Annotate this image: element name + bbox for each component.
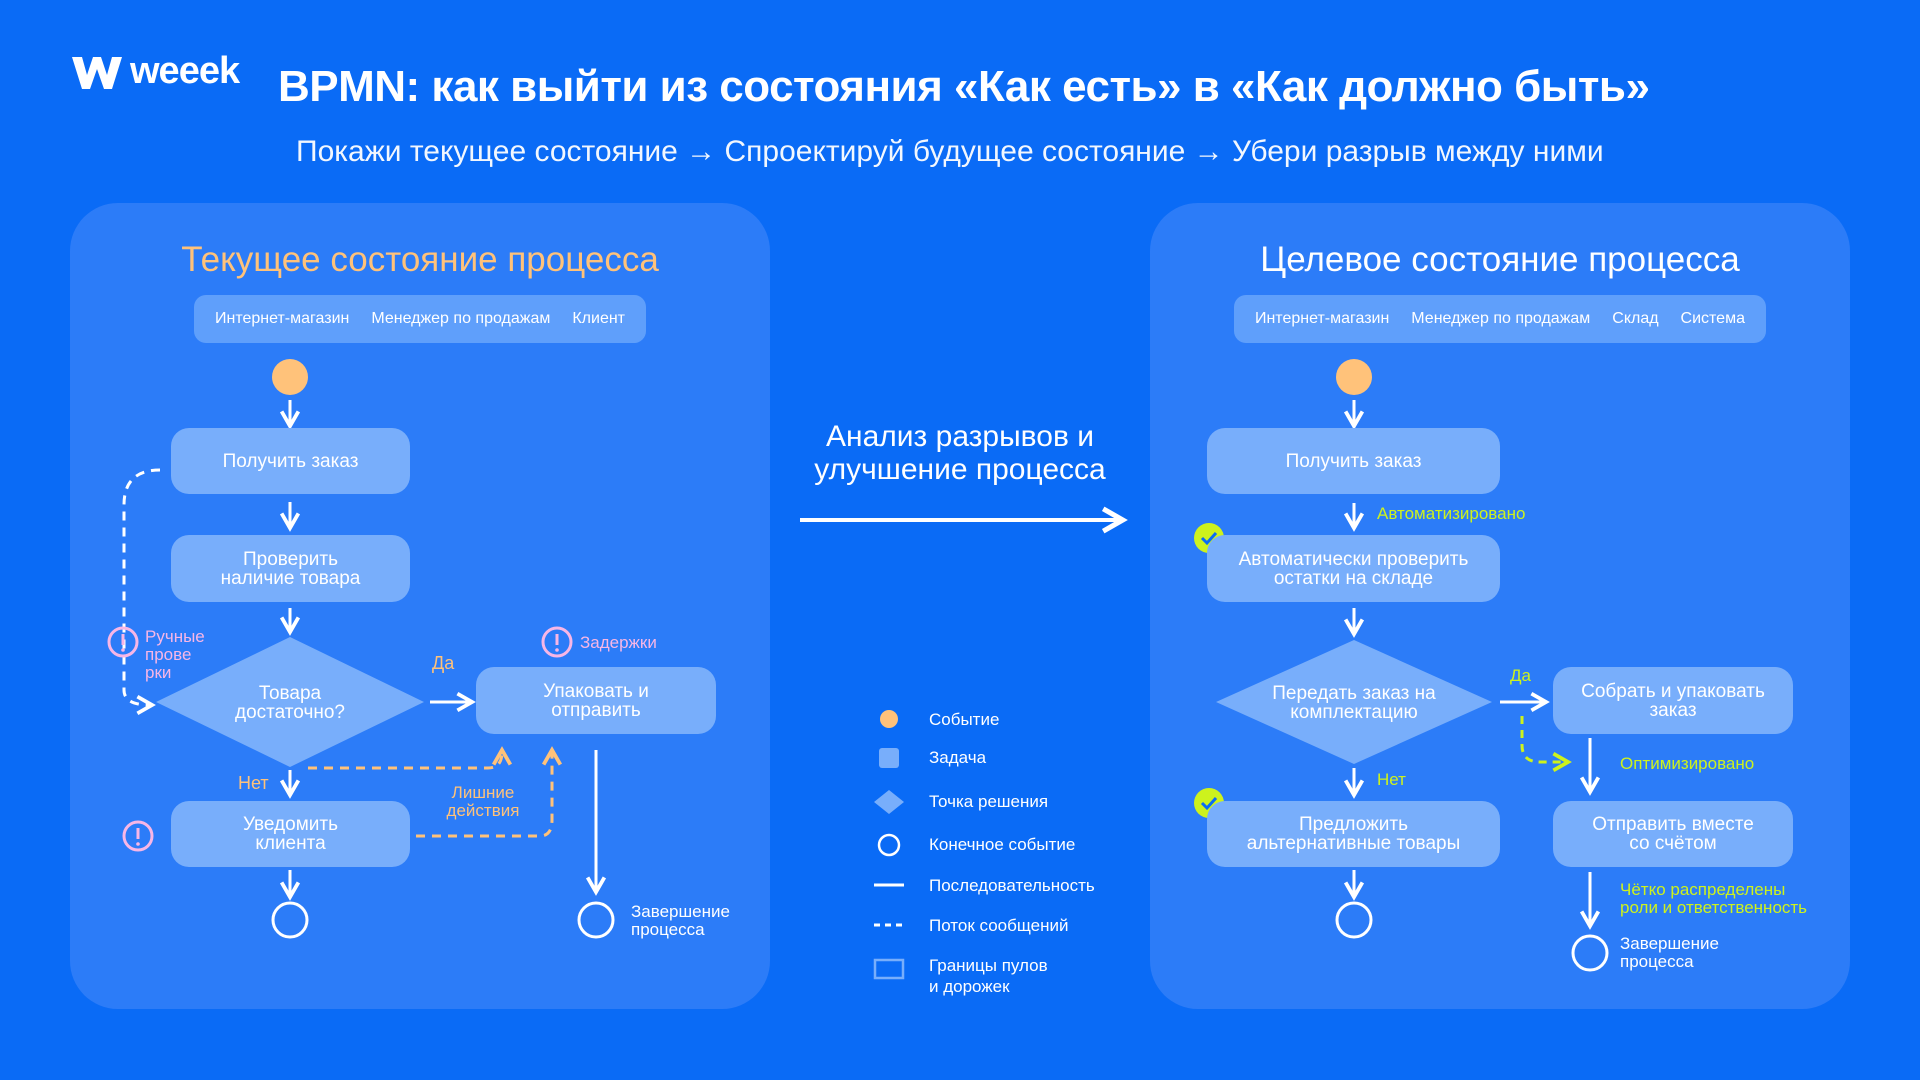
lane-label: Менеджер по продажам [371, 310, 551, 327]
task-pack-and-ship: Упаковать и отправить [476, 667, 716, 734]
legend-event: Событие [929, 710, 1000, 729]
task-receive-order: Получить заказ [1207, 428, 1500, 494]
legend-gateway: Точка решения [929, 792, 1049, 811]
task-notify-client: Уведомить клиента [171, 801, 410, 867]
page-subtitle: Покажи текущее состояние → Спроектируй б… [296, 135, 1604, 168]
lane-label: Система [1680, 310, 1745, 327]
task-offer-alternatives: Предложить альтернативные товары [1207, 801, 1500, 867]
end-event-icon [1335, 901, 1373, 939]
decision-label: Товара достаточно? [235, 683, 345, 723]
no-label: Нет [238, 773, 269, 793]
manual-checks-label: Ручные прове рки [145, 627, 205, 682]
task-collect-and-pack: Собрать и упаковать заказ [1553, 667, 1793, 734]
brand-logo: weeek [70, 50, 240, 93]
extra-actions-flow [416, 746, 563, 838]
task-icon [879, 748, 899, 768]
end-process-label: Завершение процесса [631, 902, 730, 939]
start-event-icon [1336, 359, 1372, 395]
lane-label: Клиент [572, 310, 625, 327]
target-lanes-bar: Интернет-магазин Менеджер по продажам Ск… [1234, 295, 1766, 343]
legend-message-flow: Поток сообщений [929, 916, 1069, 935]
pool-boundary-icon [873, 958, 905, 980]
end-event-icon [271, 901, 309, 939]
end-event-icon [577, 901, 615, 939]
lane-label: Интернет-магазин [214, 310, 350, 327]
current-state-title: Текущее состояние процесса [181, 240, 659, 279]
optimized-label: Оптимизировано [1620, 754, 1755, 773]
task-receive-order: Получить заказ [171, 428, 410, 494]
start-event-icon [272, 359, 308, 395]
decision-label: Передать заказ на комплектацию [1272, 683, 1436, 723]
brand-name: weeek [130, 50, 240, 92]
warning-icon [122, 820, 154, 852]
manual-check-loop [122, 468, 161, 716]
lane-label: Склад [1612, 310, 1659, 327]
weeek-logo-icon [72, 56, 122, 89]
warning-icon [541, 626, 573, 658]
task-auto-check-stock: Автоматически проверить остатки на склад… [1207, 535, 1500, 602]
current-lanes-bar: Интернет-магазин Менеджер по продажам Кл… [194, 295, 646, 343]
lane-label: Интернет-магазин [1254, 310, 1390, 327]
decision-gateway-shape [1216, 640, 1492, 764]
legend-sequence: Последовательность [929, 876, 1095, 895]
task-check-stock: Проверить наличие товара [171, 535, 410, 602]
event-icon [880, 710, 898, 728]
end-process-label: Завершение процесса [1620, 934, 1719, 971]
roles-label: Чётко распределены роли и ответственност… [1620, 880, 1808, 917]
end-event-icon [1571, 934, 1609, 972]
extra-actions-label: Лишние действия [446, 783, 520, 820]
delays-label: Задержки [580, 633, 657, 652]
gateway-icon [874, 790, 904, 814]
lane-label: Менеджер по продажам [1411, 310, 1591, 327]
page-title: BPMN: как выйти из состояния «Как есть» … [278, 62, 1650, 111]
decision-gateway-shape [156, 637, 424, 767]
extra-actions-flow [308, 746, 513, 770]
no-label: Нет [1377, 770, 1406, 789]
legend-end-event: Конечное событие [929, 835, 1076, 854]
legend-pool-boundary: Границы пулов и дорожек [929, 956, 1048, 996]
optimized-flow [1520, 716, 1572, 773]
task-send-with-invoice: Отправить вместе со счётом [1553, 801, 1793, 867]
yes-label: Да [432, 653, 455, 673]
legend-task: Задача [929, 748, 987, 767]
target-state-title: Целевое состояние процесса [1260, 240, 1740, 279]
end-event-icon [877, 833, 901, 857]
gap-analysis-label: Анализ разрывов и улучшение процесса [814, 420, 1106, 486]
yes-label: Да [1510, 666, 1531, 685]
warning-icon [107, 626, 139, 658]
automated-label: Автоматизировано [1377, 504, 1526, 523]
